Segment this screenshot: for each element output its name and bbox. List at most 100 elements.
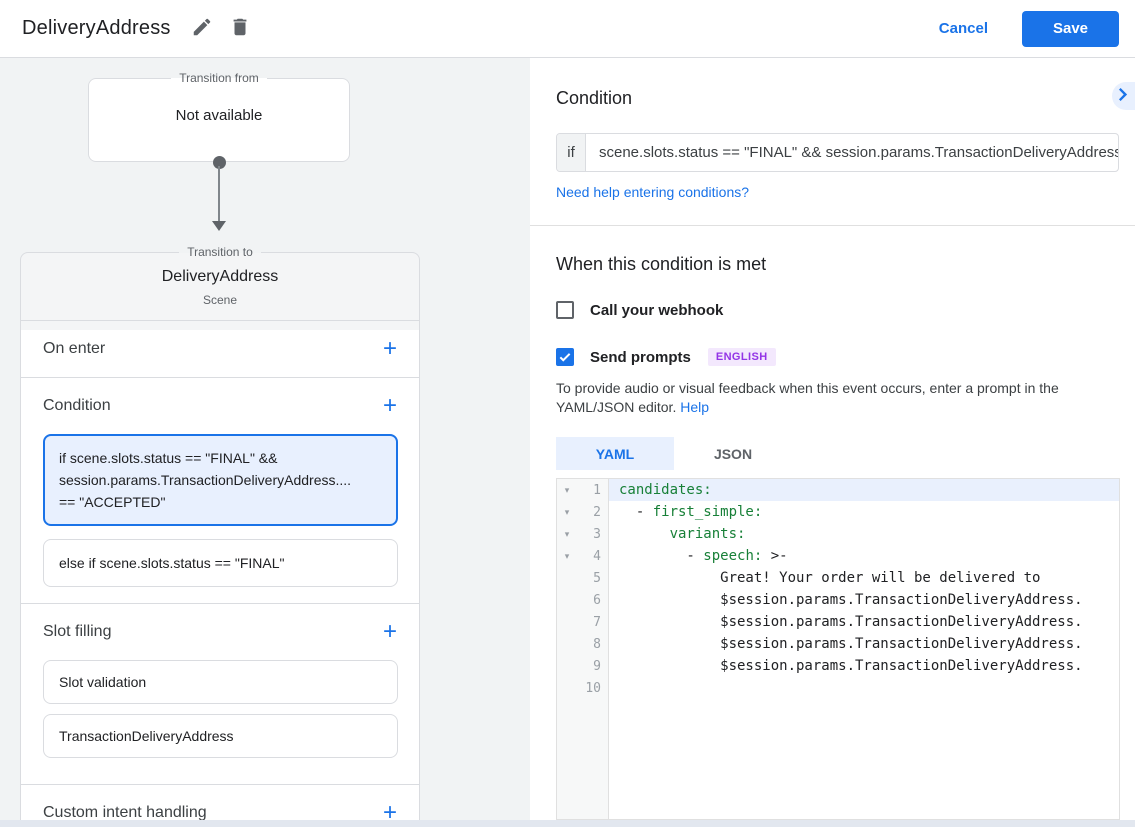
on-enter-row[interactable]: On enter + bbox=[21, 321, 419, 377]
scene-card-header: DeliveryAddress Scene bbox=[21, 259, 419, 321]
transition-to-legend: Transition to bbox=[187, 245, 253, 259]
add-on-enter-icon[interactable]: + bbox=[382, 335, 397, 362]
horizontal-scrollbar[interactable] bbox=[0, 820, 1135, 827]
code-line[interactable]: $session.params.TransactionDeliveryAddre… bbox=[619, 658, 1083, 674]
code-line[interactable]: Great! Your order will be delivered to bbox=[619, 570, 1041, 586]
gutter-line: 6 bbox=[557, 589, 608, 611]
condition-item[interactable]: else if scene.slots.status == "FINAL" bbox=[43, 539, 398, 587]
code-line[interactable]: candidates: bbox=[609, 479, 1119, 501]
code-line[interactable]: $session.params.TransactionDeliveryAddre… bbox=[619, 592, 1083, 608]
webhook-checkbox[interactable] bbox=[556, 301, 574, 319]
if-prefix-label: if bbox=[557, 134, 586, 171]
section-condition: Condition + if scene.slots.status == "FI… bbox=[21, 377, 419, 603]
code-line[interactable]: variants: bbox=[669, 526, 746, 542]
condition-item[interactable]: if scene.slots.status == "FINAL" &&sessi… bbox=[43, 434, 398, 526]
fold-arrow-icon[interactable]: ▾ bbox=[564, 528, 570, 539]
transition-from-legend: Transition from bbox=[179, 71, 259, 85]
condition-items-list: if scene.slots.status == "FINAL" &&sessi… bbox=[21, 434, 419, 603]
tab-json[interactable]: JSON bbox=[674, 437, 792, 470]
fold-arrow-icon[interactable]: ▾ bbox=[564, 484, 570, 495]
line-number: 9 bbox=[593, 658, 601, 674]
code-line[interactable] bbox=[609, 677, 1119, 699]
tab-yaml[interactable]: YAML bbox=[556, 437, 674, 470]
code-line[interactable]: - speech: >- bbox=[619, 548, 788, 564]
scene-diagram-panel: Transition from Not available Transition… bbox=[0, 58, 530, 827]
gutter-line: ▾4 bbox=[557, 545, 608, 567]
header-bar: DeliveryAddress Cancel Save bbox=[0, 0, 1135, 58]
add-custom-intent-icon[interactable]: + bbox=[382, 799, 397, 824]
webhook-label: Call your webhook bbox=[590, 301, 724, 319]
line-number: 8 bbox=[593, 636, 601, 652]
line-number: 10 bbox=[585, 680, 601, 696]
language-badge: ENGLISH bbox=[707, 348, 776, 366]
line-number: 2 bbox=[593, 504, 601, 520]
send-prompts-option-row: Send prompts ENGLISH bbox=[556, 348, 1135, 366]
slot-filling-row[interactable]: Slot filling + bbox=[21, 604, 419, 660]
line-number: 1 bbox=[593, 482, 601, 498]
add-condition-icon[interactable]: + bbox=[382, 392, 397, 419]
custom-intent-label: Custom intent handling bbox=[43, 804, 207, 821]
editor-code-area[interactable]: candidates: - first_simple: variants: - … bbox=[609, 479, 1119, 819]
code-line[interactable]: $session.params.TransactionDeliveryAddre… bbox=[619, 636, 1083, 652]
fold-arrow-icon[interactable]: ▾ bbox=[564, 506, 570, 517]
delete-scene-button[interactable] bbox=[229, 16, 251, 41]
connector-line bbox=[218, 166, 220, 223]
line-number: 7 bbox=[593, 614, 601, 630]
line-number: 5 bbox=[593, 570, 601, 586]
custom-intent-row[interactable]: Custom intent handling + bbox=[21, 785, 419, 824]
gutter-line: ▾2 bbox=[557, 501, 608, 523]
prompts-description: To provide audio or visual feedback when… bbox=[556, 379, 1119, 417]
transition-from-box: Transition from Not available bbox=[88, 71, 350, 162]
prompts-help-link[interactable]: Help bbox=[680, 399, 710, 415]
condition-detail-panel: Condition if scene.slots.status == "FINA… bbox=[530, 58, 1135, 827]
scene-name: DeliveryAddress bbox=[161, 268, 279, 285]
webhook-option-row: Call your webhook bbox=[556, 301, 1135, 319]
pencil-icon bbox=[191, 16, 213, 41]
slot-item[interactable]: Slot validation bbox=[43, 660, 398, 704]
add-slot-icon[interactable]: + bbox=[382, 618, 397, 645]
section-on-enter: On enter + bbox=[21, 321, 419, 377]
transition-from-value: Not available bbox=[175, 107, 263, 124]
panel-divider bbox=[530, 225, 1135, 226]
when-met-heading: When this condition is met bbox=[556, 254, 767, 274]
connector-arrowhead-icon bbox=[212, 221, 226, 231]
on-enter-label: On enter bbox=[43, 340, 106, 357]
gutter-line: ▾1 bbox=[557, 479, 608, 501]
line-number: 4 bbox=[593, 548, 601, 564]
gutter-line: 9 bbox=[557, 655, 608, 677]
page-title: DeliveryAddress bbox=[22, 17, 171, 39]
condition-expression-input[interactable]: scene.slots.status == "FINAL" && session… bbox=[599, 144, 1118, 161]
slot-item[interactable]: TransactionDeliveryAddress bbox=[43, 714, 398, 758]
condition-expression-field: if scene.slots.status == "FINAL" && sess… bbox=[556, 133, 1119, 172]
gutter-line: ▾3 bbox=[557, 523, 608, 545]
save-button[interactable]: Save bbox=[1022, 10, 1119, 47]
scene-type-label: Scene bbox=[202, 293, 238, 307]
conditions-help-link[interactable]: Need help entering conditions? bbox=[556, 184, 750, 200]
condition-heading: Condition bbox=[556, 88, 633, 108]
fold-arrow-icon[interactable]: ▾ bbox=[564, 550, 570, 561]
slot-filling-label: Slot filling bbox=[43, 623, 112, 640]
cancel-button[interactable]: Cancel bbox=[938, 20, 988, 37]
collapse-panel-button[interactable] bbox=[1112, 82, 1135, 110]
edit-scene-button[interactable] bbox=[191, 16, 213, 41]
line-number: 3 bbox=[593, 526, 601, 542]
code-line[interactable]: - first_simple: bbox=[619, 504, 763, 520]
condition-section-row[interactable]: Condition + bbox=[21, 378, 419, 434]
chevron-right-icon bbox=[1119, 88, 1128, 104]
section-custom-intent: Custom intent handling + bbox=[21, 784, 419, 823]
connector-dot bbox=[213, 156, 226, 169]
scene-card: Transition to DeliveryAddress Scene On e… bbox=[20, 245, 420, 823]
prompts-description-text: To provide audio or visual feedback when… bbox=[556, 380, 1059, 415]
condition-section-label: Condition bbox=[43, 397, 111, 414]
code-line[interactable]: $session.params.TransactionDeliveryAddre… bbox=[619, 614, 1083, 630]
gutter-line: 5 bbox=[557, 567, 608, 589]
send-prompts-checkbox[interactable] bbox=[556, 348, 574, 366]
send-prompts-label: Send prompts bbox=[590, 348, 691, 366]
gutter-line: 7 bbox=[557, 611, 608, 633]
line-number: 6 bbox=[593, 592, 601, 608]
